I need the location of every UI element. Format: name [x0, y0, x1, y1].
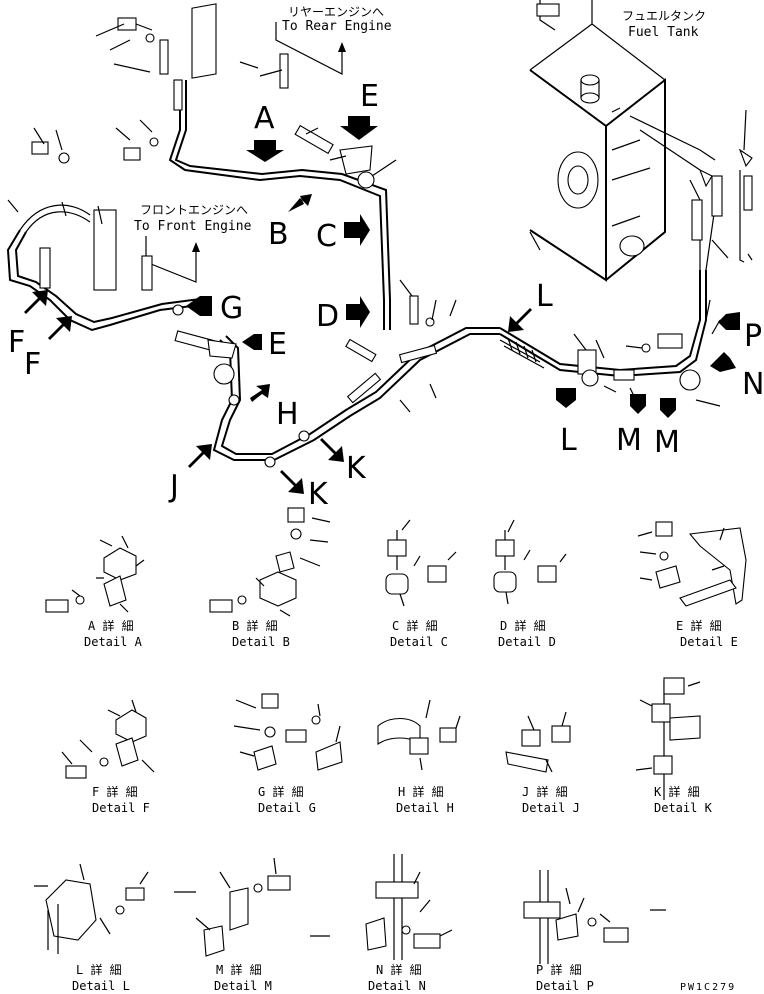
arrow-m-right-icon — [660, 398, 676, 418]
arrow-h-icon — [250, 384, 270, 402]
arrow-l-bottom-icon — [556, 388, 576, 408]
detail-j-view — [505, 711, 571, 773]
detail-m-en: Detail M — [214, 979, 272, 993]
arrow-a-icon — [246, 140, 284, 162]
arrow-m-left-icon — [630, 394, 646, 414]
arrow-j-icon — [188, 444, 212, 468]
detail-h-en: Detail H — [396, 801, 454, 815]
rear-engine-en-label: To Rear Engine — [282, 19, 392, 34]
callout-c: C — [316, 219, 337, 254]
detail-n-en: Detail N — [368, 979, 426, 993]
detail-d-en: Detail D — [498, 635, 556, 649]
rear-engine-leader — [275, 22, 343, 75]
callout-k-right: K — [346, 451, 367, 486]
callout-h: H — [276, 397, 299, 432]
detail-p-jp: P 詳 細 — [536, 962, 582, 977]
detail-k-en: Detail K — [654, 801, 713, 815]
callout-e-top: E — [360, 79, 379, 114]
detail-c-jp: C 詳 細 — [392, 618, 438, 633]
detail-a-en: Detail A — [84, 635, 143, 649]
detail-n-view — [310, 854, 453, 960]
detail-f-en: Detail F — [92, 801, 150, 815]
detail-l-en: Detail L — [72, 979, 130, 993]
rear-engine-arrow-icon — [338, 42, 346, 52]
detail-j-en: Detail J — [522, 801, 580, 815]
arrow-k-bottom-icon — [280, 470, 304, 494]
callout-letters: A B C D E E F F G H J K K L L M M N P — [8, 79, 764, 512]
callout-n: N — [742, 367, 764, 402]
fuel-tank-jp-label: フュエルタンク — [622, 9, 706, 23]
arrow-e-top-icon — [340, 116, 378, 140]
arrow-p-icon — [718, 312, 740, 330]
detail-g-jp: G 詳 細 — [258, 784, 304, 799]
detail-k-view — [635, 677, 701, 800]
drawing-code: PW1C279 — [680, 982, 736, 993]
fuel-tank — [529, 0, 716, 282]
detail-a-view — [45, 535, 145, 613]
callout-arrows — [24, 116, 740, 494]
front-engine-en-label: To Front Engine — [134, 219, 252, 234]
front-engine-leader — [145, 236, 197, 283]
detail-p-view — [523, 870, 666, 964]
arrow-c-icon — [344, 214, 370, 246]
callout-p: P — [744, 319, 762, 354]
detail-j-jp: J 詳 細 — [522, 784, 568, 799]
rear-engine-jp-label: リヤーエンジンへ — [288, 5, 384, 19]
detail-g-en: Detail G — [258, 801, 316, 815]
callout-l-top: L — [536, 279, 553, 314]
arrow-d-icon — [346, 296, 370, 328]
callout-m-left: M — [616, 423, 642, 458]
arrow-g-icon — [186, 296, 212, 316]
detail-b-view — [209, 507, 331, 617]
arrow-k-right-icon — [320, 438, 344, 462]
callout-j: J — [168, 469, 179, 504]
callout-f-bottom: F — [24, 347, 41, 382]
detail-f-jp: F 詳 細 — [92, 784, 138, 799]
detail-c-en: Detail C — [390, 635, 448, 649]
callout-f-top: F — [8, 325, 25, 360]
arrow-e-left-icon — [242, 334, 262, 350]
detail-h-view — [377, 699, 461, 771]
arrow-b-icon — [288, 194, 312, 212]
detail-e-jp: E 詳 細 — [676, 618, 722, 633]
arrow-f-top-icon — [24, 290, 48, 314]
detail-n-jp: N 詳 細 — [376, 962, 422, 977]
detail-e-en: Detail E — [680, 635, 738, 649]
detail-a-jp: A 詳 細 — [88, 618, 134, 633]
front-engine-arrow-icon — [192, 242, 200, 252]
detail-views: A 詳 細 Detail A B 詳 細 Detail B C 詳 細 Deta… — [34, 507, 747, 993]
arrow-n-icon — [710, 352, 736, 372]
arrow-l-top-icon — [508, 308, 532, 332]
callout-e-left: E — [268, 327, 287, 362]
detail-l-view — [34, 863, 149, 954]
callout-g: G — [220, 291, 243, 326]
hardware — [31, 3, 753, 468]
detail-g-view — [233, 693, 343, 771]
fuel-tank-en-label: Fuel Tank — [628, 25, 699, 40]
detail-f-view — [61, 699, 155, 779]
detail-b-jp: B 詳 細 — [232, 618, 278, 633]
detail-p-en: Detail P — [536, 979, 594, 993]
leader-lines — [7, 23, 753, 413]
arrow-f-bottom-icon — [48, 316, 72, 340]
callout-d: D — [316, 299, 339, 334]
detail-b-en: Detail B — [232, 635, 290, 649]
detail-h-jp: H 詳 細 — [398, 784, 444, 799]
detail-e-view — [637, 521, 747, 607]
front-engine-jp-label: フロントエンジンへ — [140, 203, 248, 217]
detail-m-jp: M 詳 細 — [216, 962, 262, 977]
detail-m-view — [174, 857, 291, 957]
detail-d-jp: D 詳 細 — [500, 618, 546, 633]
callout-k-bottom: K — [308, 477, 329, 512]
callout-m-right: M — [654, 425, 680, 460]
detail-l-jp: L 詳 細 — [76, 962, 122, 977]
detail-c-view — [385, 519, 457, 607]
callout-l-bottom: L — [560, 423, 577, 458]
detail-k-jp: K 詳 細 — [654, 784, 700, 799]
detail-d-view — [493, 519, 567, 605]
callout-a: A — [254, 101, 275, 136]
callout-b: B — [268, 217, 289, 252]
